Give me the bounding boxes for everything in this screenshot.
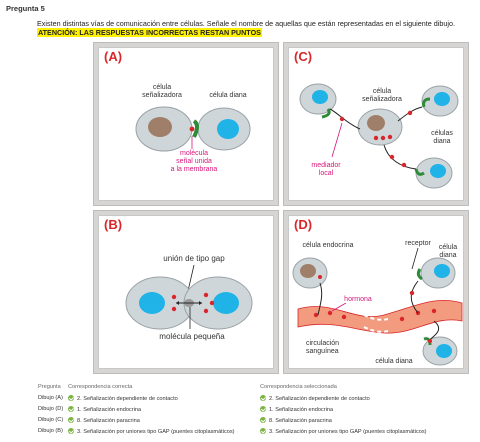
panel-d-diagram: célula endocrina receptor célula diana h… — [292, 240, 463, 366]
panel-a-target-nucleus — [217, 119, 239, 139]
panel-d-blood-vessel — [297, 300, 463, 334]
panel-a-letter: (A) — [104, 49, 123, 64]
panel-b-letter: (B) — [104, 217, 123, 232]
table-row: Dibujo (B) 3. Señalización por uniones t… — [30, 428, 480, 437]
panel-c: (C) célula señalizadora células diana — [283, 42, 469, 206]
feedback-correct: 8. Señalización paracrina — [77, 418, 140, 424]
table-row: Dibujo (D) 1. Señalización endocrina 1. … — [30, 406, 480, 415]
feedback-question: Dibujo (C) — [38, 417, 64, 423]
panel-a: (A) célula señalizadora célula diana mol… — [93, 42, 279, 206]
feedback-selected: 8. Señalización paracrina — [269, 418, 332, 424]
panel-c-signaling-cell-label-1: célula — [373, 88, 391, 95]
panel-c-target-cells-label-2: diana — [433, 138, 450, 145]
check-icon — [68, 417, 74, 423]
question-warning: ATENCIÓN: LAS RESPUESTAS INCORRECTAS RES… — [37, 28, 262, 37]
panel-d-target-cell-label-2: diana — [439, 252, 456, 259]
panel-c-mediator-label-1: mediador — [311, 162, 341, 169]
panel-a-molecule-label-1: molécula — [180, 150, 208, 157]
feedback-question: Dibujo (B) — [38, 428, 63, 434]
panel-a-diagram: célula señalizadora célula diana molécul… — [135, 84, 251, 173]
feedback-selected: 3. Señalización por uniones tipo GAP (pu… — [269, 429, 427, 435]
panel-c-letter: (C) — [294, 49, 313, 64]
check-icon — [68, 428, 74, 434]
feedback-col-question: Pregunta — [38, 384, 61, 390]
signaling-figure: (A) célula señalizadora célula diana mol… — [87, 42, 477, 374]
panel-c-receptor-left-icon — [321, 108, 331, 119]
panel-d-target-cell-label-1: célula — [439, 244, 457, 251]
check-icon — [68, 406, 74, 412]
feedback-correct: 2. Señalización dependiente de contacto — [77, 396, 178, 402]
panel-c-diagram: célula señalizadora células diana — [299, 83, 459, 189]
panel-c-receptor-bottom-icon — [414, 168, 425, 176]
panel-d-circulation-label-2: sanguínea — [306, 348, 339, 355]
panel-c-signaling-cell-label-2: señalizadora — [362, 96, 402, 103]
question-number: Pregunta 5 — [6, 4, 45, 13]
feedback-selected: 2. Señalización dependiente de contacto — [269, 396, 370, 402]
panel-d: (D) célula endocrina receptor célula dia… — [283, 210, 469, 374]
panel-c-target-cells-label-1: células — [431, 130, 453, 137]
panel-d-letter: (D) — [294, 217, 313, 232]
panel-a-signal-molecule — [189, 126, 195, 132]
check-icon — [68, 395, 74, 401]
panel-a-molecule-label-3: a la membrana — [171, 166, 218, 173]
panel-d-receptor-bottom-icon — [423, 337, 432, 346]
feedback-correct: 1. Señalización endocrina — [77, 407, 142, 413]
feedback-col-correct: Correspondencia correcta — [68, 384, 133, 390]
check-icon — [260, 428, 266, 434]
panel-b: (B) unión de tipo gap molécula pequeña — [93, 210, 279, 374]
panel-d-endocrine-cell-label: célula endocrina — [303, 242, 354, 249]
panel-d-target-cell-bottom-label: célula diana — [375, 358, 412, 365]
panel-a-molecule-label-2: señal unida — [176, 158, 212, 165]
panel-d-hormone-label: hormona — [344, 296, 372, 303]
panel-c-receptor-right-icon — [422, 97, 431, 108]
panel-d-circulation-label-1: circulación — [306, 340, 339, 347]
table-row: Dibujo (A) 2. Señalización dependiente d… — [30, 395, 480, 404]
feedback-question: Dibujo (A) — [38, 395, 63, 401]
feedback-correct: 3. Señalización por uniones tipo GAP (pu… — [77, 429, 235, 435]
panel-a-signaling-nucleus — [148, 117, 172, 137]
question-text: Existen distintas vías de comunicación e… — [37, 19, 455, 28]
panel-a-signaling-cell-label-2: señalizadora — [142, 92, 182, 99]
panel-b-small-molecule-label: molécula pequeña — [159, 332, 225, 341]
check-icon — [260, 417, 266, 423]
panel-a-target-cell-label: célula diana — [209, 92, 246, 99]
table-row: Dibujo (C) 8. Señalización paracrina 8. … — [30, 417, 480, 426]
panel-d-receptor-label: receptor — [405, 240, 431, 247]
feedback-selected: 1. Señalización endocrina — [269, 407, 334, 413]
check-icon — [260, 406, 266, 412]
panel-b-diagram: unión de tipo gap molécula pequeña — [125, 254, 253, 341]
panel-a-receptor-icon — [192, 119, 199, 138]
feedback-question: Dibujo (D) — [38, 406, 64, 412]
panel-b-gap-junction-label: unión de tipo gap — [163, 254, 225, 263]
feedback-col-selected: Correspondencia seleccionada — [260, 384, 337, 390]
panel-c-mediator-label-2: local — [319, 170, 334, 177]
panel-d-receptor-top-icon — [416, 268, 423, 281]
panel-a-signaling-cell-label-1: célula — [153, 84, 171, 91]
check-icon — [260, 395, 266, 401]
